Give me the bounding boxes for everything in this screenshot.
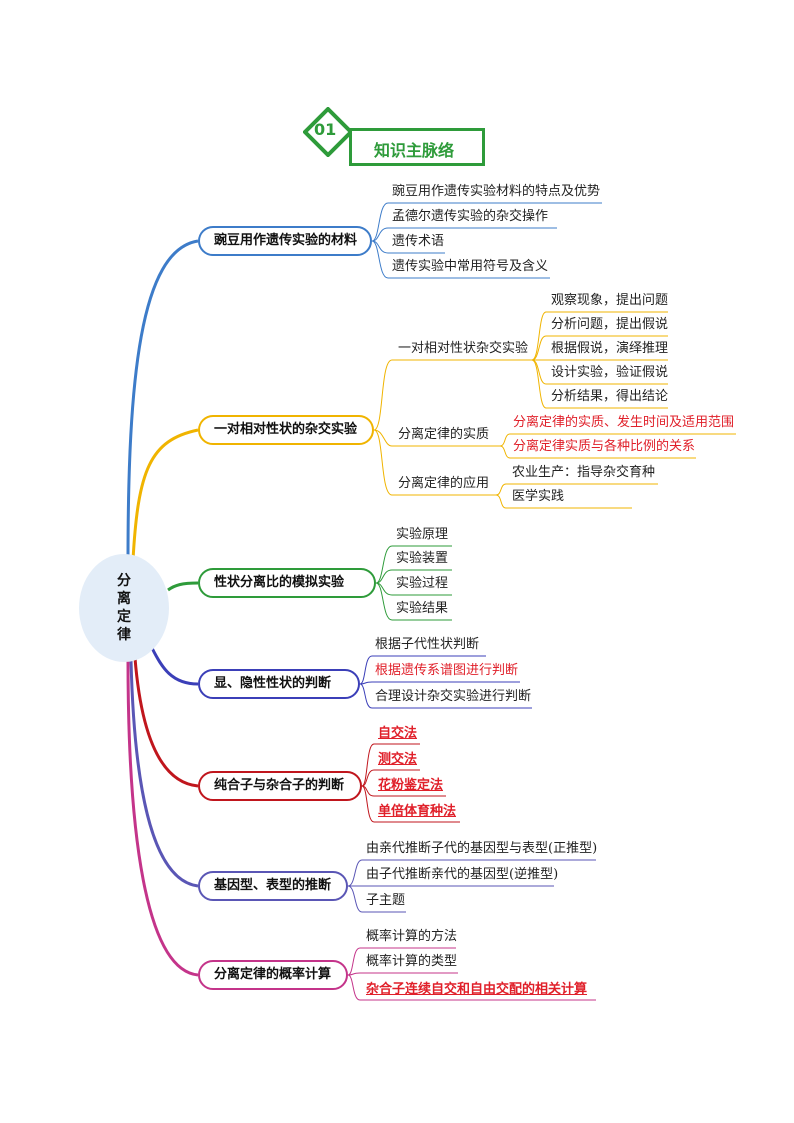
branch-label: 纯合子与杂合子的判断: [214, 778, 345, 793]
leaf-node: 根据子代性状判断: [375, 637, 480, 652]
leaf-node: 根据假说，演绎推理: [551, 341, 669, 356]
branch-label: 显、隐性性状的判断: [214, 676, 332, 691]
leaf-node: 子主题: [366, 893, 406, 908]
leaf-node: 农业生产：指导杂交育种: [512, 465, 656, 480]
trunk-branch-4: [150, 647, 199, 686]
branch-label: 一对相对性状的杂交实验: [214, 422, 358, 437]
leaf-node-highlight: 分离定律的实质、发生时间及适用范围: [513, 415, 735, 430]
branch-node-hybrid-experiment: 一对相对性状的杂交实验: [198, 415, 374, 445]
leaf-node: 分析结果，得出结论: [551, 389, 669, 404]
leaf-node-highlight: 花粉鉴定法: [378, 778, 444, 793]
leaf-node: 遗传术语: [392, 234, 445, 249]
branch-node-materials: 豌豆用作遗传实验的材料: [198, 226, 372, 256]
leaf-node-highlight: 测交法: [378, 752, 418, 767]
trunk-branch-1: [126, 239, 199, 561]
branch-label: 豌豆用作遗传实验的材料: [214, 233, 358, 248]
branch-node-genotype: 基因型、表型的推断: [198, 871, 348, 901]
section-title-box: [349, 128, 485, 166]
leaf-node: 由子代推断亲代的基因型(逆推型): [366, 867, 559, 882]
trunk-branch-2: [131, 428, 199, 561]
leaf-node: 概率计算的类型: [366, 954, 458, 969]
center-node-label: 分离定律: [117, 573, 131, 643]
leaf-node-highlight: 单倍体育种法: [378, 804, 457, 819]
branch-label: 基因型、表型的推断: [214, 878, 332, 893]
branch-4-links: [359, 655, 532, 709]
trunk-branch-3: [167, 581, 199, 592]
leaf-node: 设计实验，验证假说: [551, 365, 669, 380]
sub-node: 一对相对性状杂交实验: [398, 341, 529, 356]
branch-node-homozygote: 纯合子与杂合子的判断: [198, 771, 362, 801]
branch-2-links: [373, 311, 736, 509]
leaf-node: 孟德尔遗传实验的杂交操作: [392, 209, 549, 224]
trunk-branch-5: [133, 657, 199, 788]
center-node: [79, 554, 169, 662]
leaf-node: 合理设计杂交实验进行判断: [375, 689, 532, 704]
leaf-node: 观察现象，提出问题: [551, 293, 669, 308]
section-number: 01: [314, 120, 337, 139]
leaf-node: 实验原理: [396, 527, 449, 542]
leaf-node: 概率计算的方法: [366, 929, 458, 944]
branch-node-probability: 分离定律的概率计算: [198, 960, 348, 990]
leaf-node: 实验结果: [396, 601, 449, 616]
sub-node: 分离定律的应用: [398, 476, 490, 491]
leaf-node: 豌豆用作遗传实验材料的特点及优势: [392, 184, 601, 199]
leaf-node: 遗传实验中常用符号及含义: [392, 259, 549, 274]
leaf-node: 由亲代推断子代的基因型与表型(正推型): [366, 841, 598, 856]
branch-label: 性状分离比的模拟实验: [214, 575, 345, 590]
branch-node-dominance: 显、隐性性状的判断: [198, 669, 360, 699]
branch-node-simulation: 性状分离比的模拟实验: [198, 568, 376, 598]
trunk-branch-7: [126, 659, 199, 977]
branch-6-links: [347, 859, 596, 913]
leaf-node: 实验过程: [396, 576, 449, 591]
section-number-badge: [303, 107, 353, 157]
branch-5-links: [361, 743, 460, 823]
leaf-node-highlight: 杂合子连续自交和自由交配的相关计算: [366, 982, 588, 997]
leaf-node-highlight: 分离定律实质与各种比例的关系: [513, 439, 696, 454]
leaf-node: 分析问题，提出假说: [551, 317, 669, 332]
branch-label: 分离定律的概率计算: [214, 967, 332, 982]
section-title: 知识主脉络: [374, 141, 455, 160]
branch-3-links: [375, 545, 452, 621]
trunk-branch-6: [129, 659, 199, 888]
leaf-node: 医学实践: [512, 489, 565, 504]
branch-1-links: [371, 202, 602, 279]
leaf-node-highlight: 自交法: [378, 726, 418, 741]
leaf-node-highlight: 根据遗传系谱图进行判断: [375, 663, 519, 678]
leaf-node: 实验装置: [396, 551, 449, 566]
branch-7-links: [347, 947, 596, 1001]
sub-node: 分离定律的实质: [398, 427, 490, 442]
